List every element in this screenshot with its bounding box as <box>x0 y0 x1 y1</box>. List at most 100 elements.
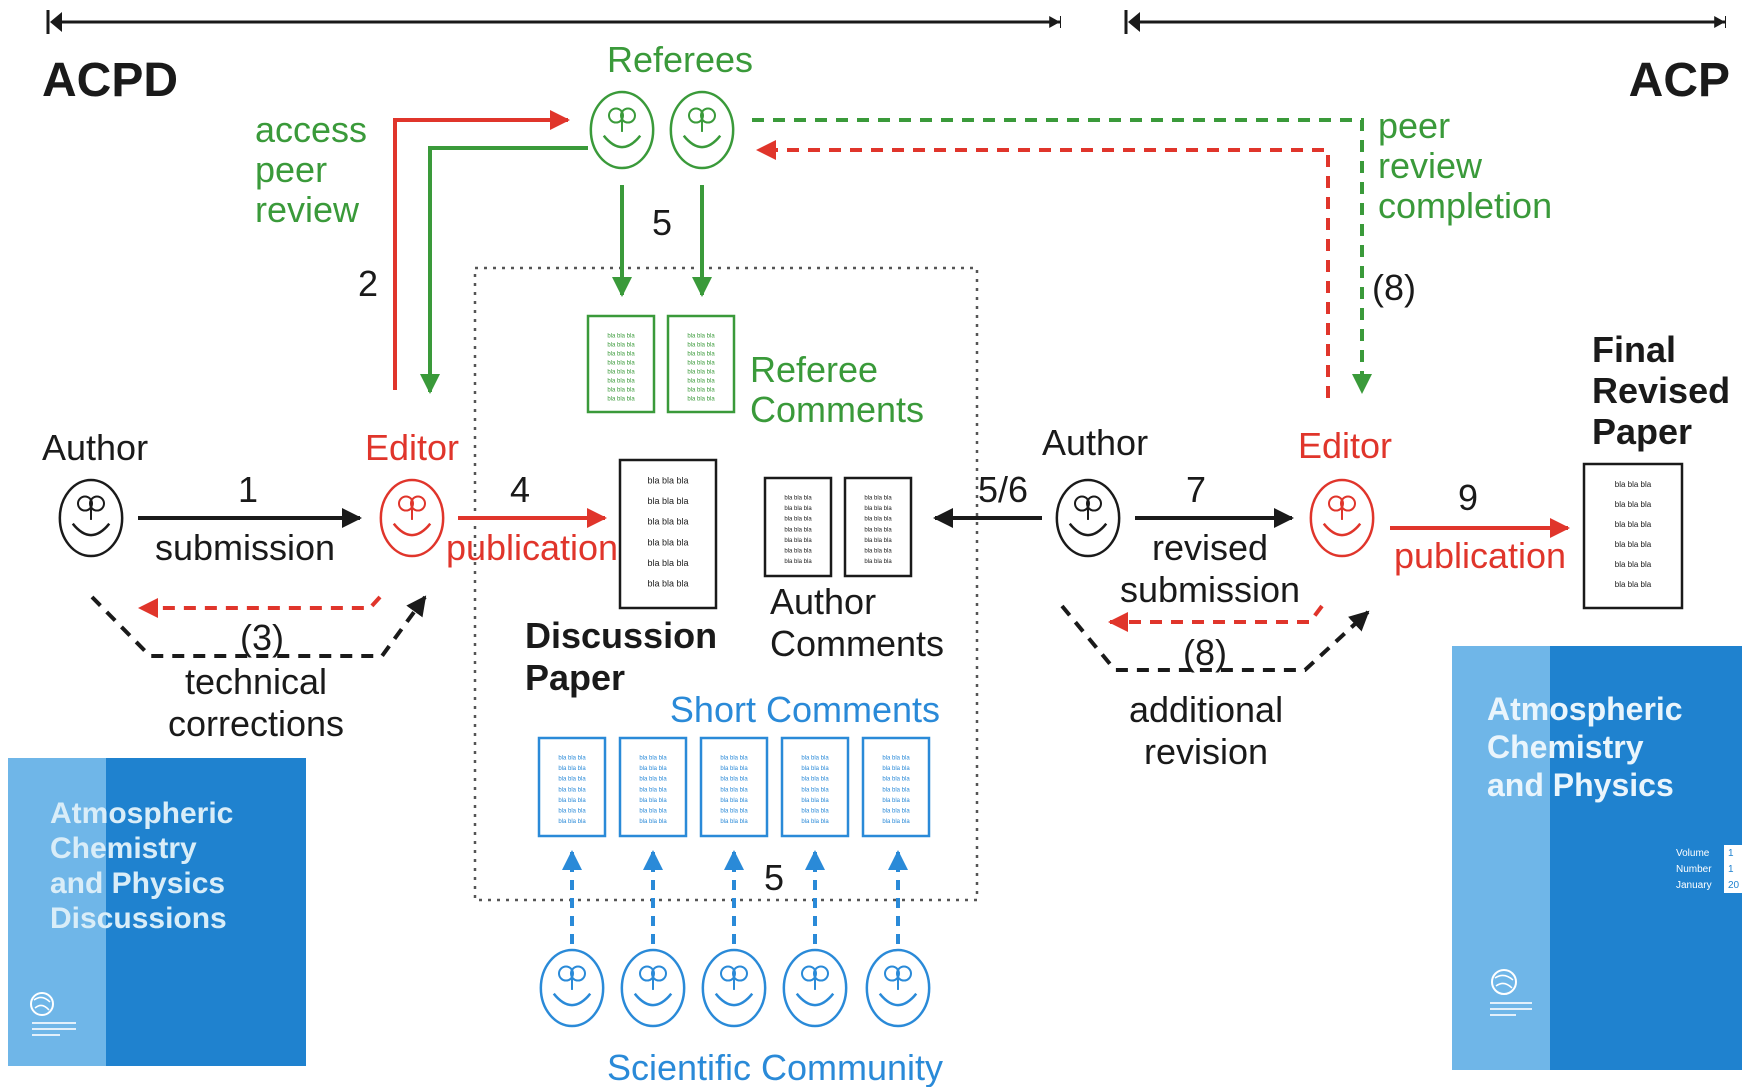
short-comment-doc: bla bla bla bla bla bla bla bla bla bla bla… <box>861 736 931 838</box>
acp-span-bar <box>1124 10 1727 34</box>
doc-filler-text: bla bla bla <box>784 496 812 502</box>
acp-cover-title-2: Chemistry <box>1487 729 1644 765</box>
referee-comments-label-2: Comments <box>750 389 924 430</box>
scientific-community-label: Scientific Community <box>607 1047 943 1087</box>
author-face-icon <box>58 478 124 558</box>
acp-cover-meta-value-1: 1 <box>1728 864 1734 875</box>
referee-face-icon <box>669 90 735 170</box>
doc-filler-text: bla bla bla <box>882 756 910 762</box>
doc-filler-text: bla bla bla <box>687 388 715 394</box>
discussion-paper-doc: bla bla bla bla bla bla bla bla bla bla bla… <box>618 458 718 610</box>
doc-filler-text: bla bla bla <box>558 798 586 804</box>
doc-filler-text: bla bla bla <box>647 496 688 506</box>
arrow-additional-red <box>1108 604 1324 632</box>
acpd-cover-title-3: and Physics <box>50 867 225 900</box>
referees-label: Referees <box>607 39 753 80</box>
completion-label-3: completion <box>1378 185 1552 226</box>
doc-filler-text: bla bla bla <box>784 506 812 512</box>
step-7: 7 <box>1186 469 1206 510</box>
discussion-paper-label-1: Discussion <box>525 615 717 656</box>
technical-label-2: corrections <box>168 703 344 744</box>
doc-filler-text: bla bla bla <box>558 777 586 783</box>
doc-filler-text: bla bla bla <box>639 819 667 825</box>
acp-cover-meta-label-1: Number <box>1676 864 1712 875</box>
doc-filler-text: bla bla bla <box>639 798 667 804</box>
acp-cover-title-3: and Physics <box>1487 767 1674 803</box>
doc-filler-text: bla bla bla <box>882 819 910 825</box>
doc-filler-text: bla bla bla <box>647 517 688 527</box>
acp-cover-meta-label-2: January <box>1676 880 1712 891</box>
arrow-completion-green <box>752 118 1372 394</box>
step-9: 9 <box>1458 477 1478 518</box>
community-face-icon <box>539 948 605 1028</box>
doc-filler-text: bla bla bla <box>801 756 829 762</box>
doc-filler-text: bla bla bla <box>801 766 829 772</box>
doc-filler-text: bla bla bla <box>882 798 910 804</box>
community-face-icon <box>865 948 931 1028</box>
doc-filler-text: bla bla bla <box>882 777 910 783</box>
discussion-paper-label-2: Paper <box>525 657 625 698</box>
community-face-icon <box>701 948 767 1028</box>
revised-label-2: submission <box>1120 569 1300 610</box>
doc-filler-text: bla bla bla <box>784 517 812 523</box>
acp-cover-meta-value-0: 1 <box>1728 848 1734 859</box>
doc-filler-text: bla bla bla <box>864 496 892 502</box>
doc-filler-text: bla bla bla <box>647 579 688 589</box>
revised-label-1: revised <box>1152 527 1268 568</box>
arrow-technical-red <box>138 595 382 618</box>
author-left-label: Author <box>42 427 148 468</box>
access-label-1: access <box>255 109 367 150</box>
doc-filler-text: bla bla bla <box>801 808 829 814</box>
doc-filler-text: bla bla bla <box>801 798 829 804</box>
doc-filler-text: bla bla bla <box>720 819 748 825</box>
doc-filler-text: bla bla bla <box>647 475 688 485</box>
doc-filler-text: bla bla bla <box>687 352 715 358</box>
doc-filler-text: bla bla bla <box>1615 540 1652 549</box>
egs-logo-icon <box>1490 969 1532 1016</box>
doc-filler-text: bla bla bla <box>1615 480 1652 489</box>
doc-filler-text: bla bla bla <box>687 379 715 385</box>
step-2: 2 <box>358 263 378 304</box>
doc-filler-text: bla bla bla <box>607 379 635 385</box>
doc-filler-text: bla bla bla <box>687 370 715 376</box>
doc-filler-text: bla bla bla <box>558 787 586 793</box>
doc-filler-text: bla bla bla <box>558 756 586 762</box>
acp-cover-meta-value-2: 20 <box>1728 880 1740 891</box>
publication-left-label: publication <box>446 527 618 568</box>
acp-cover-meta-label-0: Volume <box>1676 848 1710 859</box>
doc-filler-text: bla bla bla <box>607 343 635 349</box>
acp-header: ACP <box>1629 54 1730 107</box>
author-comments-label-2: Comments <box>770 623 944 664</box>
doc-filler-text: bla bla bla <box>607 352 635 358</box>
short-comment-doc: bla bla bla bla bla bla bla bla bla bla bla… <box>537 736 607 838</box>
editor-face-icon <box>1309 478 1375 558</box>
doc-filler-text: bla bla bla <box>801 787 829 793</box>
editor-left-label: Editor <box>365 427 459 468</box>
short-comments-label: Short Comments <box>670 689 940 730</box>
doc-filler-text: bla bla bla <box>639 777 667 783</box>
doc-filler-text: bla bla bla <box>864 506 892 512</box>
step-1: 1 <box>238 469 258 510</box>
completion-label-1: peer <box>1378 105 1450 146</box>
acp-cover: Atmospheric Chemistry and Physics Volume… <box>1452 646 1742 1070</box>
doc-filler-text: bla bla bla <box>720 798 748 804</box>
step-5-6: 5/6 <box>978 469 1028 510</box>
doc-filler-text: bla bla bla <box>1615 560 1652 569</box>
doc-filler-text: bla bla bla <box>720 756 748 762</box>
additional-label-2: revision <box>1144 731 1268 772</box>
doc-filler-text: bla bla bla <box>687 361 715 367</box>
doc-filler-text: bla bla bla <box>864 517 892 523</box>
doc-filler-text: bla bla bla <box>720 766 748 772</box>
doc-filler-text: bla bla bla <box>558 808 586 814</box>
editor-right-label: Editor <box>1298 425 1392 466</box>
arrow-referees-to-editor <box>420 146 588 394</box>
doc-filler-text: bla bla bla <box>882 808 910 814</box>
doc-filler-text: bla bla bla <box>784 559 812 565</box>
author-comment-doc: bla bla bla bla bla bla bla bla bla bla bla… <box>763 476 833 578</box>
acpd-cover: Atmospheric Chemistry and Physics Discus… <box>8 758 306 1066</box>
referee-comments-label-1: Referee <box>750 349 878 390</box>
arrow-technical-black <box>90 595 427 658</box>
